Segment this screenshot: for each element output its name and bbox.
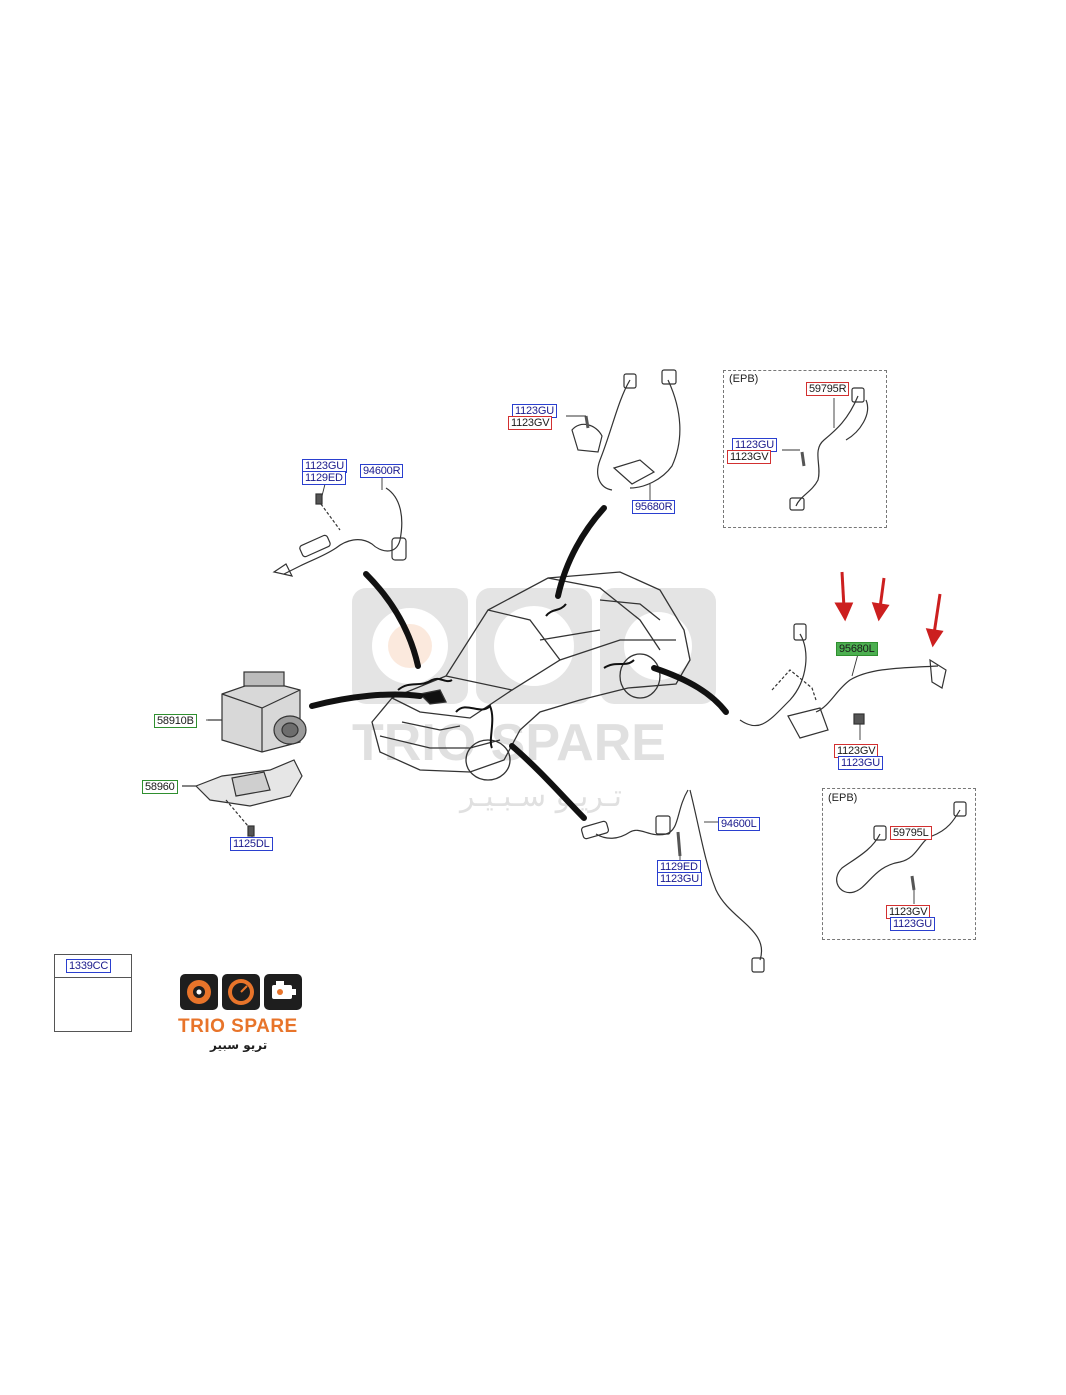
epb-box-left [822, 788, 976, 940]
sensor-59795R[interactable] [789, 387, 869, 511]
watermark-arabic: تـريـو سـبـيـر [458, 779, 622, 814]
label-58910B[interactable]: 58910B [154, 714, 197, 728]
gear-icon [180, 974, 218, 1010]
label-58960[interactable]: 58960 [142, 780, 178, 794]
label-1125DL[interactable]: 1125DL [230, 837, 273, 851]
car-illustration [371, 571, 691, 781]
logo-icons [180, 974, 302, 1010]
label-59795L[interactable]: 59795L [890, 826, 932, 840]
label-1123GU-epb-l[interactable]: 1123GU [890, 917, 935, 931]
sensor-94600L[interactable] [580, 789, 765, 973]
sensor-95680L[interactable] [739, 623, 947, 739]
epb-title-left: (EPB) [828, 792, 858, 804]
label-1123GU-rl[interactable]: 1123GU [838, 756, 883, 770]
trio-spare-logo: TRIO SPARE تريو سبير [178, 972, 304, 1052]
part-box-1339CC-header [54, 954, 132, 978]
bracket-58960[interactable] [182, 759, 303, 837]
label-1123GU-fl[interactable]: 1123GU [657, 872, 702, 886]
watermark: TRIO SPARE تـريـو سـبـيـر [352, 588, 716, 814]
engine-icon [264, 974, 302, 1010]
epb-box-right [723, 370, 887, 528]
label-1339CC[interactable]: 1339CC [66, 959, 112, 973]
label-94600R[interactable]: 94600R [360, 464, 404, 478]
watermark-brand: TRIO SPARE [352, 714, 666, 772]
label-1123GU-fr[interactable]: 1123GU [302, 459, 347, 473]
label-1129ED-fr[interactable]: 1129ED [302, 471, 346, 485]
pointer-lines [309, 505, 729, 821]
logo-arabic: تريو سبير [210, 1038, 268, 1052]
label-1123GV-rr-top[interactable]: 1123GV [508, 416, 553, 430]
speedometer-icon [222, 974, 260, 1010]
label-94600L[interactable]: 94600L [718, 817, 760, 831]
arrow-down-icon [834, 571, 944, 648]
sensor-95680R[interactable] [571, 369, 681, 491]
sensor-94600R[interactable] [272, 487, 407, 577]
label-1123GU-rr-top[interactable]: 1123GU [512, 404, 557, 418]
label-59795R[interactable]: 59795R [806, 382, 850, 396]
epb-title-right: (EPB) [729, 373, 759, 385]
sensor-59795L[interactable] [836, 801, 967, 894]
label-95680R[interactable]: 95680R [632, 500, 676, 514]
abs-module-58910B[interactable] [208, 671, 307, 753]
label-1123GV-epb-l[interactable]: 1123GV [886, 905, 931, 919]
label-95680L[interactable]: 95680L [836, 642, 878, 656]
logo-brand: TRIO SPARE [178, 1016, 298, 1037]
label-1123GV-epb-r[interactable]: 1123GV [727, 450, 772, 464]
